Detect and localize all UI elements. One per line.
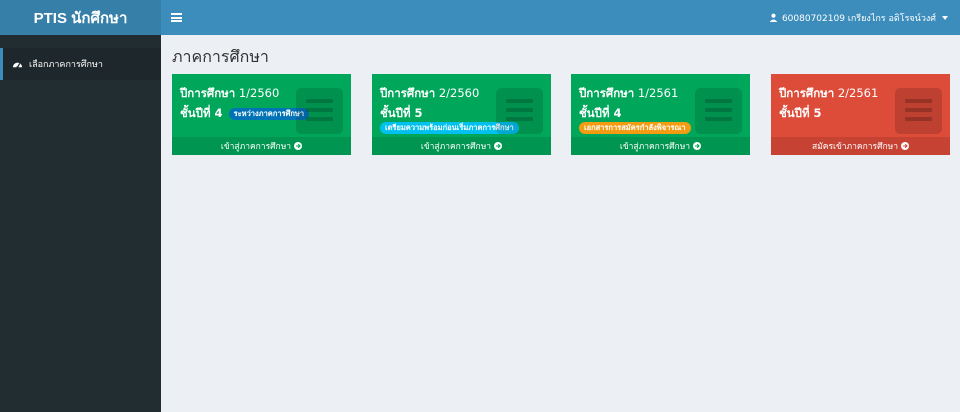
arrow-circle-right-icon bbox=[901, 142, 909, 150]
list-icon bbox=[296, 88, 343, 134]
card-grade: ชั้นปีที่ 4 bbox=[579, 106, 622, 120]
user-menu[interactable]: 60080702109 เกรียงไกร อดิโรจน์วงศ์ bbox=[769, 11, 948, 25]
card-grade: ชั้นปีที่ 4 bbox=[180, 106, 223, 120]
dashboard-icon bbox=[12, 59, 23, 70]
apply-semester-button[interactable]: สมัครเข้าภาคการศึกษา bbox=[771, 137, 950, 155]
semester-card: ปีการศึกษา 2/2561 ชั้นปีที่ 5 สมัครเข้าภ… bbox=[771, 74, 950, 155]
enter-semester-button[interactable]: เข้าสู่ภาคการศึกษา bbox=[172, 137, 351, 155]
semester-card: ปีการศึกษา 2/2560 ชั้นปีที่ 5 เตรียมความพ… bbox=[372, 74, 551, 155]
enter-semester-button[interactable]: เข้าสู่ภาคการศึกษา bbox=[372, 137, 551, 155]
enter-semester-button[interactable]: เข้าสู่ภาคการศึกษา bbox=[571, 137, 750, 155]
card-year: ปีการศึกษา 2/2561 bbox=[779, 86, 879, 100]
arrow-circle-right-icon bbox=[693, 142, 702, 150]
card-year: ปีการศึกษา 1/2561 bbox=[579, 86, 679, 100]
card-grade: ชั้นปีที่ 5 bbox=[380, 106, 423, 120]
sidebar-item-label: เลือกภาคการศึกษา bbox=[29, 60, 103, 70]
user-name: 60080702109 เกรียงไกร อดิโรจน์วงศ์ bbox=[781, 13, 936, 24]
sidebar-item-select-semester[interactable]: เลือกภาคการศึกษา bbox=[0, 48, 161, 80]
status-badge: เอกสารการสมัครกำลังพิจารณา bbox=[579, 122, 691, 134]
caret-down-icon bbox=[942, 15, 948, 20]
card-year: ปีการศึกษา 2/2560 bbox=[380, 86, 480, 100]
sidebar: PTIS นักศึกษา เลือกภาคการศึกษา bbox=[0, 0, 161, 412]
top-navbar: 60080702109 เกรียงไกร อดิโรจน์วงศ์ bbox=[161, 0, 960, 35]
brand-logo[interactable]: PTIS นักศึกษา bbox=[0, 0, 161, 35]
list-icon bbox=[895, 88, 942, 134]
arrow-circle-right-icon bbox=[294, 142, 303, 150]
list-icon bbox=[496, 88, 543, 134]
user-icon bbox=[769, 13, 778, 22]
semester-card: ปีการศึกษา 1/2560 ชั้นปีที่ 4 ระหว่างภาคก… bbox=[172, 74, 351, 155]
page-title: ภาคการศึกษา bbox=[172, 47, 269, 66]
status-badge: เตรียมความพร้อมก่อนเริ่มภาคการศึกษา bbox=[380, 122, 519, 134]
card-grade: ชั้นปีที่ 5 bbox=[779, 106, 822, 120]
list-icon bbox=[695, 88, 742, 134]
semester-card: ปีการศึกษา 1/2561 ชั้นปีที่ 4 เอกสารการสม… bbox=[571, 74, 750, 155]
sidebar-toggle-icon[interactable] bbox=[171, 13, 182, 22]
arrow-circle-right-icon bbox=[494, 142, 503, 150]
card-year: ปีการศึกษา 1/2560 bbox=[180, 86, 280, 100]
main-content: ภาคการศึกษา ปีการศึกษา 1/2560 ชั้นปีที่ … bbox=[161, 35, 960, 412]
status-badge: ระหว่างภาคการศึกษา bbox=[228, 107, 310, 120]
